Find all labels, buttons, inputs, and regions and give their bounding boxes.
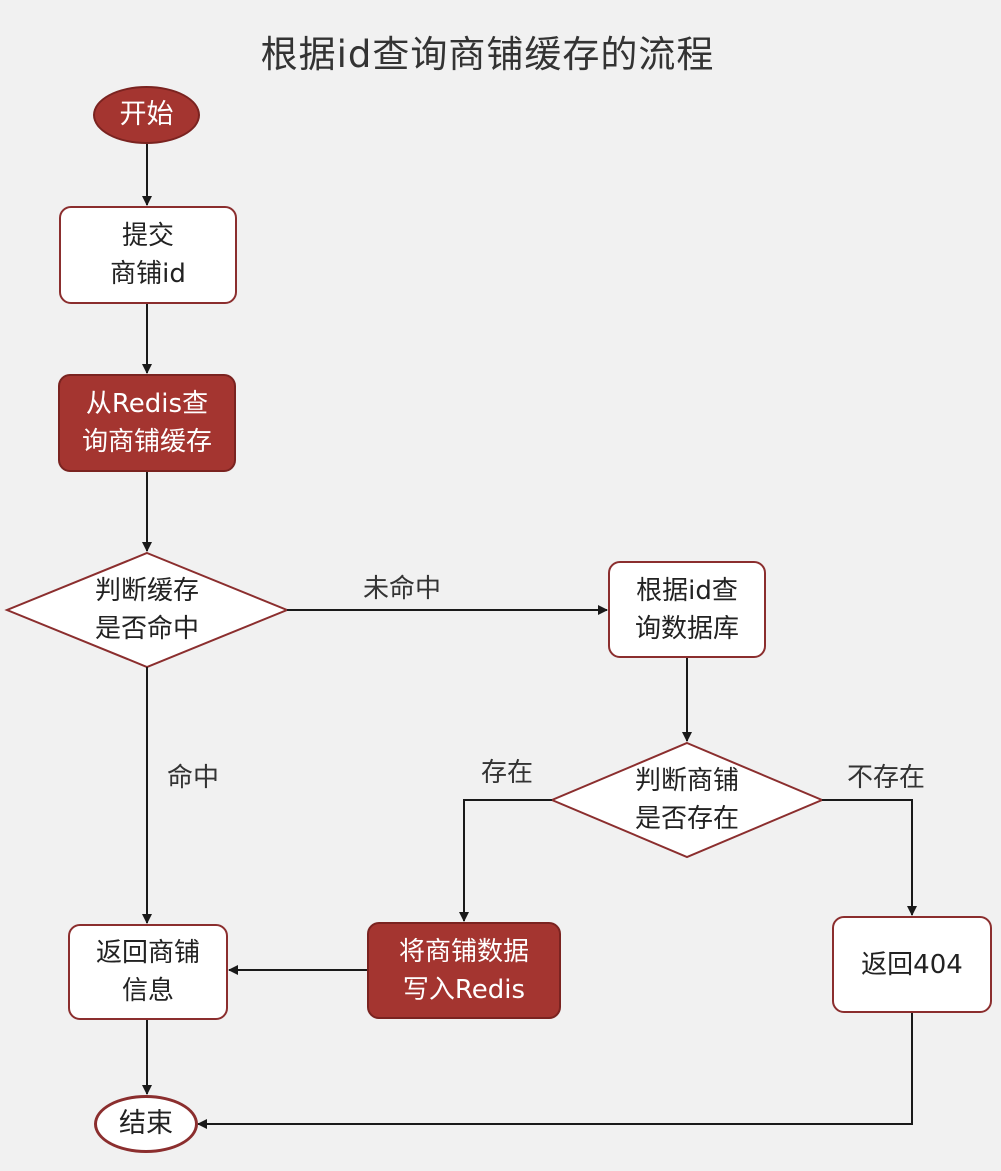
check-hit-node: 判断缓存 是否命中 xyxy=(94,576,199,644)
return-404-node: 返回404 xyxy=(832,916,992,1013)
diagram-title: 根据id查询商铺缓存的流程 xyxy=(260,33,715,76)
query-db-node: 根据id查 询数据库 xyxy=(608,561,766,658)
submit-node: 提交 商铺id xyxy=(59,206,237,304)
start-node: 开始 xyxy=(93,86,200,144)
edge-not-exists xyxy=(822,799,917,916)
check-exists-node: 判断商铺 是否存在 xyxy=(634,766,739,834)
not-exists-label: 不存在 xyxy=(847,763,926,793)
check-exists-diamond xyxy=(549,741,825,859)
query-redis-node: 从Redis查 询商铺缓存 xyxy=(58,374,236,472)
exists-label: 存在 xyxy=(481,758,534,788)
write-redis-node: 将商铺数据 写入Redis xyxy=(367,922,561,1019)
edge-404-end xyxy=(197,1013,913,1129)
return-info-node: 返回商铺 信息 xyxy=(68,924,228,1020)
end-node: 结束 xyxy=(94,1095,198,1153)
edge-exists xyxy=(459,799,552,922)
miss-label: 未命中 xyxy=(363,574,442,604)
hit-label: 命中 xyxy=(167,763,220,793)
